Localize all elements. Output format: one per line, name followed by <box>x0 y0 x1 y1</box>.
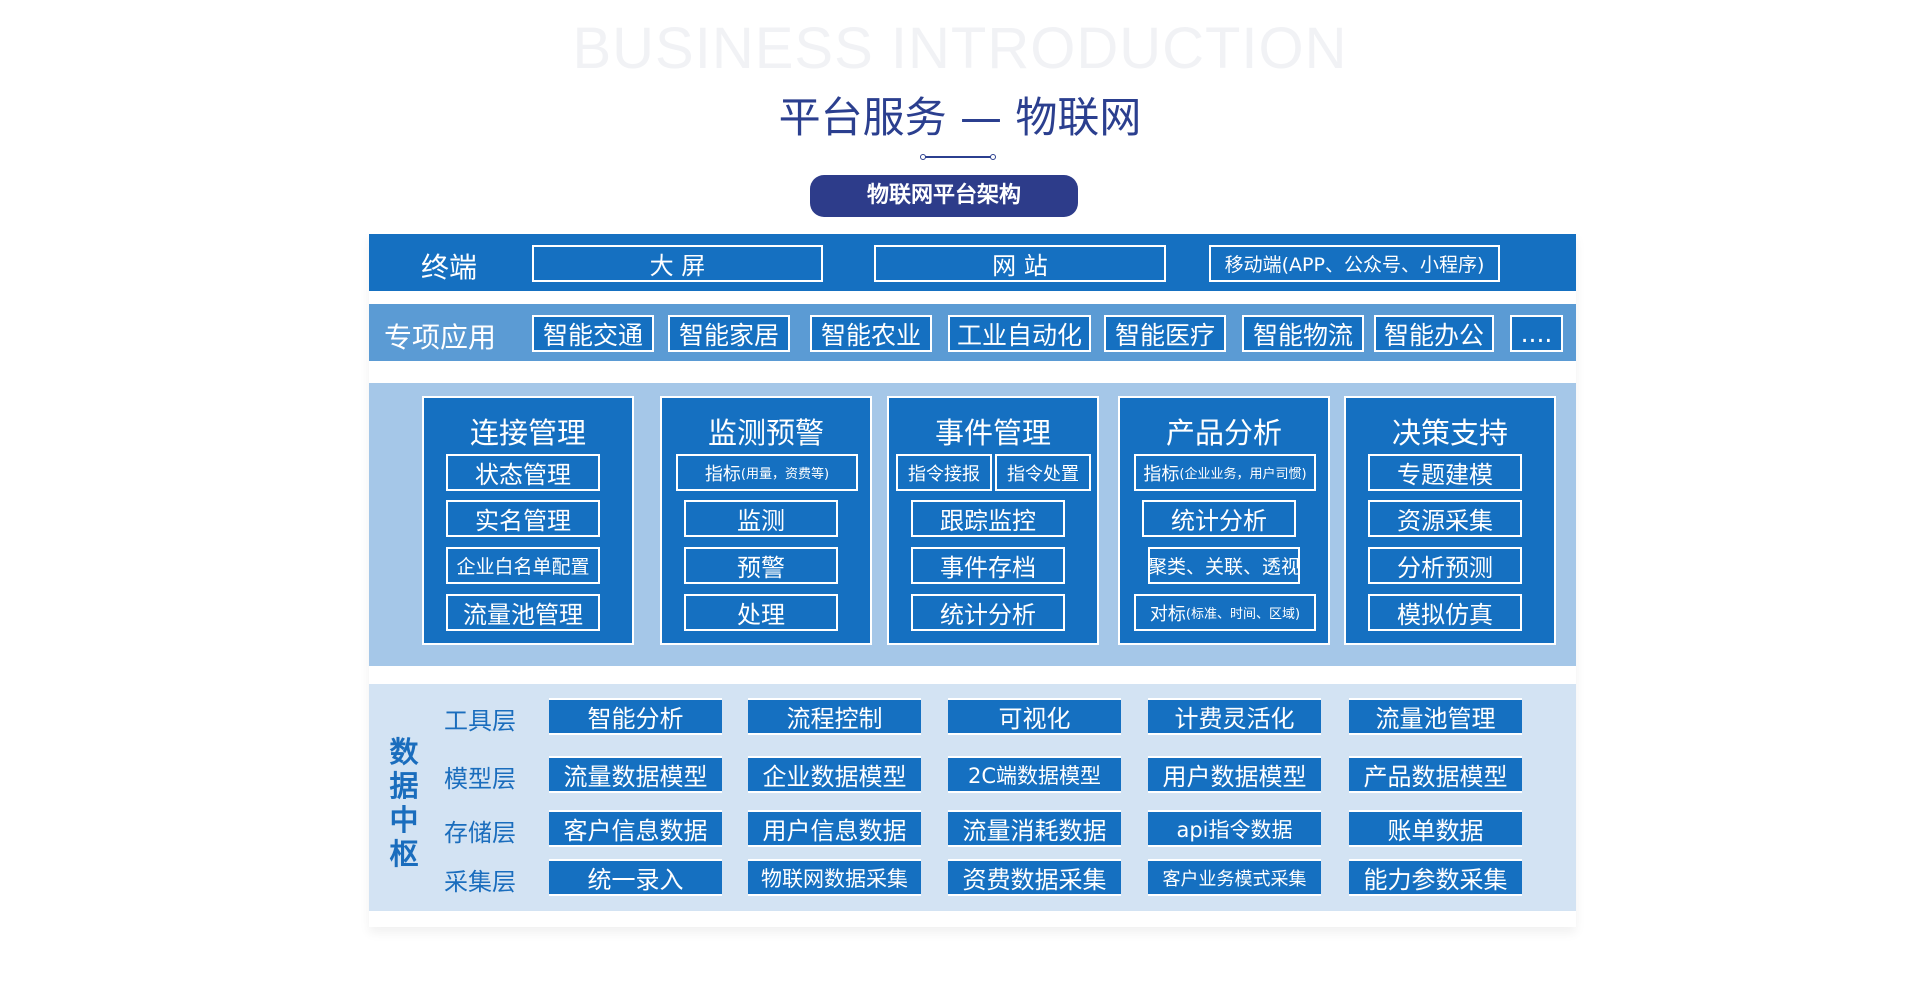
function-item: 统计分析 <box>911 594 1065 631</box>
function-column: 监测预警指标(用量，资费等)监测预警处理 <box>660 396 872 645</box>
divider-dot <box>990 154 996 160</box>
function-title: 监测预警 <box>707 416 824 450</box>
function-item: 对标(标准、时间、区域) <box>1134 594 1316 631</box>
function-item: 专题建模 <box>1368 454 1522 491</box>
divider-line <box>924 156 992 158</box>
function-item: 监测 <box>684 500 838 537</box>
function-item: 分析预测 <box>1368 547 1522 584</box>
watermark: BUSINESS INTRODUCTION <box>572 16 1348 81</box>
data-item: 用户数据模型 <box>1148 756 1321 793</box>
data-item: 智能分析 <box>549 698 722 735</box>
function-item: 跟踪监控 <box>911 500 1065 537</box>
layer-label: 采集层 <box>444 868 516 896</box>
function-item: 事件存档 <box>911 547 1065 584</box>
divider-dot <box>920 154 926 160</box>
function-item: 企业白名单配置 <box>446 547 600 584</box>
data-item: 用户信息数据 <box>748 810 921 847</box>
data-item: 资费数据采集 <box>948 859 1121 896</box>
layer-label: 工具层 <box>444 707 516 735</box>
function-title: 连接管理 <box>469 416 586 450</box>
application-item: 智能家居 <box>668 315 790 352</box>
application-item: 工业自动化 <box>948 315 1091 352</box>
data-hub-label-text: 数据中枢 <box>389 735 419 871</box>
data-item: 物联网数据采集 <box>748 859 921 896</box>
data-hub-label: 数据中枢 <box>386 735 422 871</box>
function-item: 指令处置 <box>995 454 1091 491</box>
data-item: 客户信息数据 <box>549 810 722 847</box>
function-item: 聚类、关联、透视 <box>1148 547 1300 584</box>
data-item: 账单数据 <box>1349 810 1522 847</box>
data-item: 流程控制 <box>748 698 921 735</box>
function-item: 流量池管理 <box>446 594 600 631</box>
function-item-main: 指标 <box>704 463 741 485</box>
layer-label: 存储层 <box>444 819 516 847</box>
layer-label: 模型层 <box>444 765 516 793</box>
application-item: 智能物流 <box>1242 315 1364 352</box>
function-item: 模拟仿真 <box>1368 594 1522 631</box>
data-item: 企业数据模型 <box>748 756 921 793</box>
function-item: 处理 <box>684 594 838 631</box>
function-column: 产品分析指标(企业业务，用户司惯)统计分析聚类、关联、透视对标(标准、时间、区域… <box>1118 396 1330 645</box>
function-column: 事件管理指令接报指令处置跟踪监控事件存档统计分析 <box>887 396 1099 645</box>
function-title: 产品分析 <box>1165 416 1282 450</box>
data-item: 流量池管理 <box>1349 698 1522 735</box>
function-item: 预警 <box>684 547 838 584</box>
application-item: 智能农业 <box>810 315 932 352</box>
function-item: 资源采集 <box>1368 500 1522 537</box>
data-item: 2C端数据模型 <box>948 756 1121 793</box>
function-item: 指标(企业业务，用户司惯) <box>1134 454 1316 491</box>
data-item: 客户业务模式采集 <box>1148 859 1321 896</box>
terminal-item: 大 屏 <box>532 245 823 282</box>
architecture-badge: 物联网平台架构 <box>810 175 1078 217</box>
data-item: 能力参数采集 <box>1349 859 1522 896</box>
data-item: 计费灵活化 <box>1148 698 1321 735</box>
function-title: 决策支持 <box>1391 416 1508 450</box>
terminal-item: 网 站 <box>874 245 1166 282</box>
function-item-note: (用量，资费等) <box>740 467 830 482</box>
title-divider <box>920 154 996 160</box>
data-item: 产品数据模型 <box>1349 756 1522 793</box>
function-item-main: 指标 <box>1143 463 1180 485</box>
function-item: 实名管理 <box>446 500 600 537</box>
applications-label: 专项应用 <box>384 321 497 354</box>
terminal-item: 移动端(APP、公众号、小程序) <box>1209 245 1500 282</box>
function-item-main: 对标 <box>1149 603 1186 625</box>
function-item-note: (企业业务，用户司惯) <box>1179 467 1307 482</box>
application-item: 智能交通 <box>532 315 654 352</box>
data-item: api指令数据 <box>1148 810 1321 847</box>
function-item: 指令接报 <box>896 454 992 491</box>
function-item: 统计分析 <box>1142 500 1296 537</box>
data-item: 流量数据模型 <box>549 756 722 793</box>
application-item: 智能办公 <box>1374 315 1494 352</box>
application-item: .... <box>1510 315 1563 352</box>
function-item: 指标(用量，资费等) <box>676 454 858 491</box>
application-item: 智能医疗 <box>1104 315 1226 352</box>
function-item: 状态管理 <box>446 454 600 491</box>
function-column: 决策支持专题建模资源采集分析预测模拟仿真 <box>1344 396 1556 645</box>
page-title: 平台服务 — 物联网 <box>778 93 1142 142</box>
terminal-label: 终端 <box>421 251 478 284</box>
data-item: 统一录入 <box>549 859 722 896</box>
function-column: 连接管理状态管理实名管理企业白名单配置流量池管理 <box>422 396 634 645</box>
data-item: 流量消耗数据 <box>948 810 1121 847</box>
function-item-note: (标准、时间、区域) <box>1185 607 1301 622</box>
function-title: 事件管理 <box>934 416 1051 450</box>
data-item: 可视化 <box>948 698 1121 735</box>
